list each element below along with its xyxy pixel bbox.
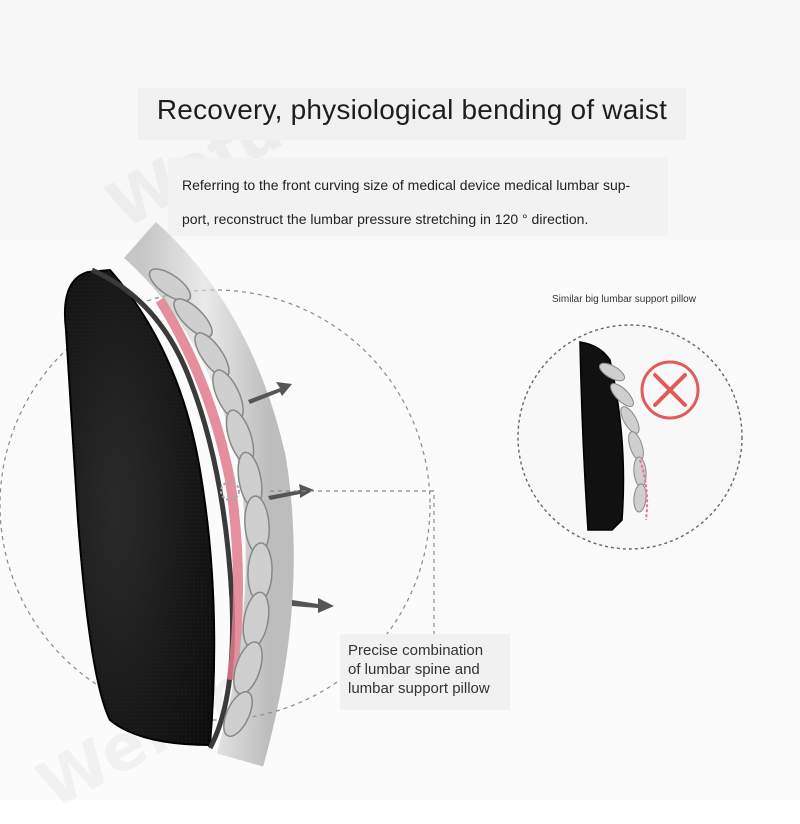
guide-circle [0, 289, 431, 721]
page-title: Recovery, physiological bending of waist [138, 88, 686, 140]
description-box [168, 158, 668, 236]
other-spine [599, 362, 647, 513]
illustration [0, 222, 743, 767]
spine-highlight [155, 297, 244, 681]
x-mark-icon [640, 360, 700, 420]
comparison-label: Similar big lumbar support pillow [552, 294, 696, 305]
callout-box [340, 634, 510, 710]
callout-leader [270, 490, 435, 636]
other-spine-highlight [639, 459, 649, 521]
product-image: Wefun Wefun Wefun Recovery, physiologica… [0, 88, 743, 767]
description-line-2: port, reconstruct the lumbar pressure st… [182, 211, 589, 227]
stretch-arrows [248, 382, 334, 613]
callout-text: Precise combination of lumbar spine and … [348, 641, 508, 698]
description-text: Referring to the front curving size of m… [182, 168, 662, 236]
focus-point [220, 481, 240, 501]
pillow-mesh [64, 270, 215, 745]
spine [123, 222, 294, 767]
callout-line-1: Precise combination [348, 642, 484, 659]
pillow-edge [90, 267, 236, 750]
callout-line-2: of lumbar spine and [348, 661, 480, 678]
description-line-1: Referring to the front curving size of m… [182, 177, 631, 193]
callout-line-3: lumbar support pillow [348, 680, 490, 697]
